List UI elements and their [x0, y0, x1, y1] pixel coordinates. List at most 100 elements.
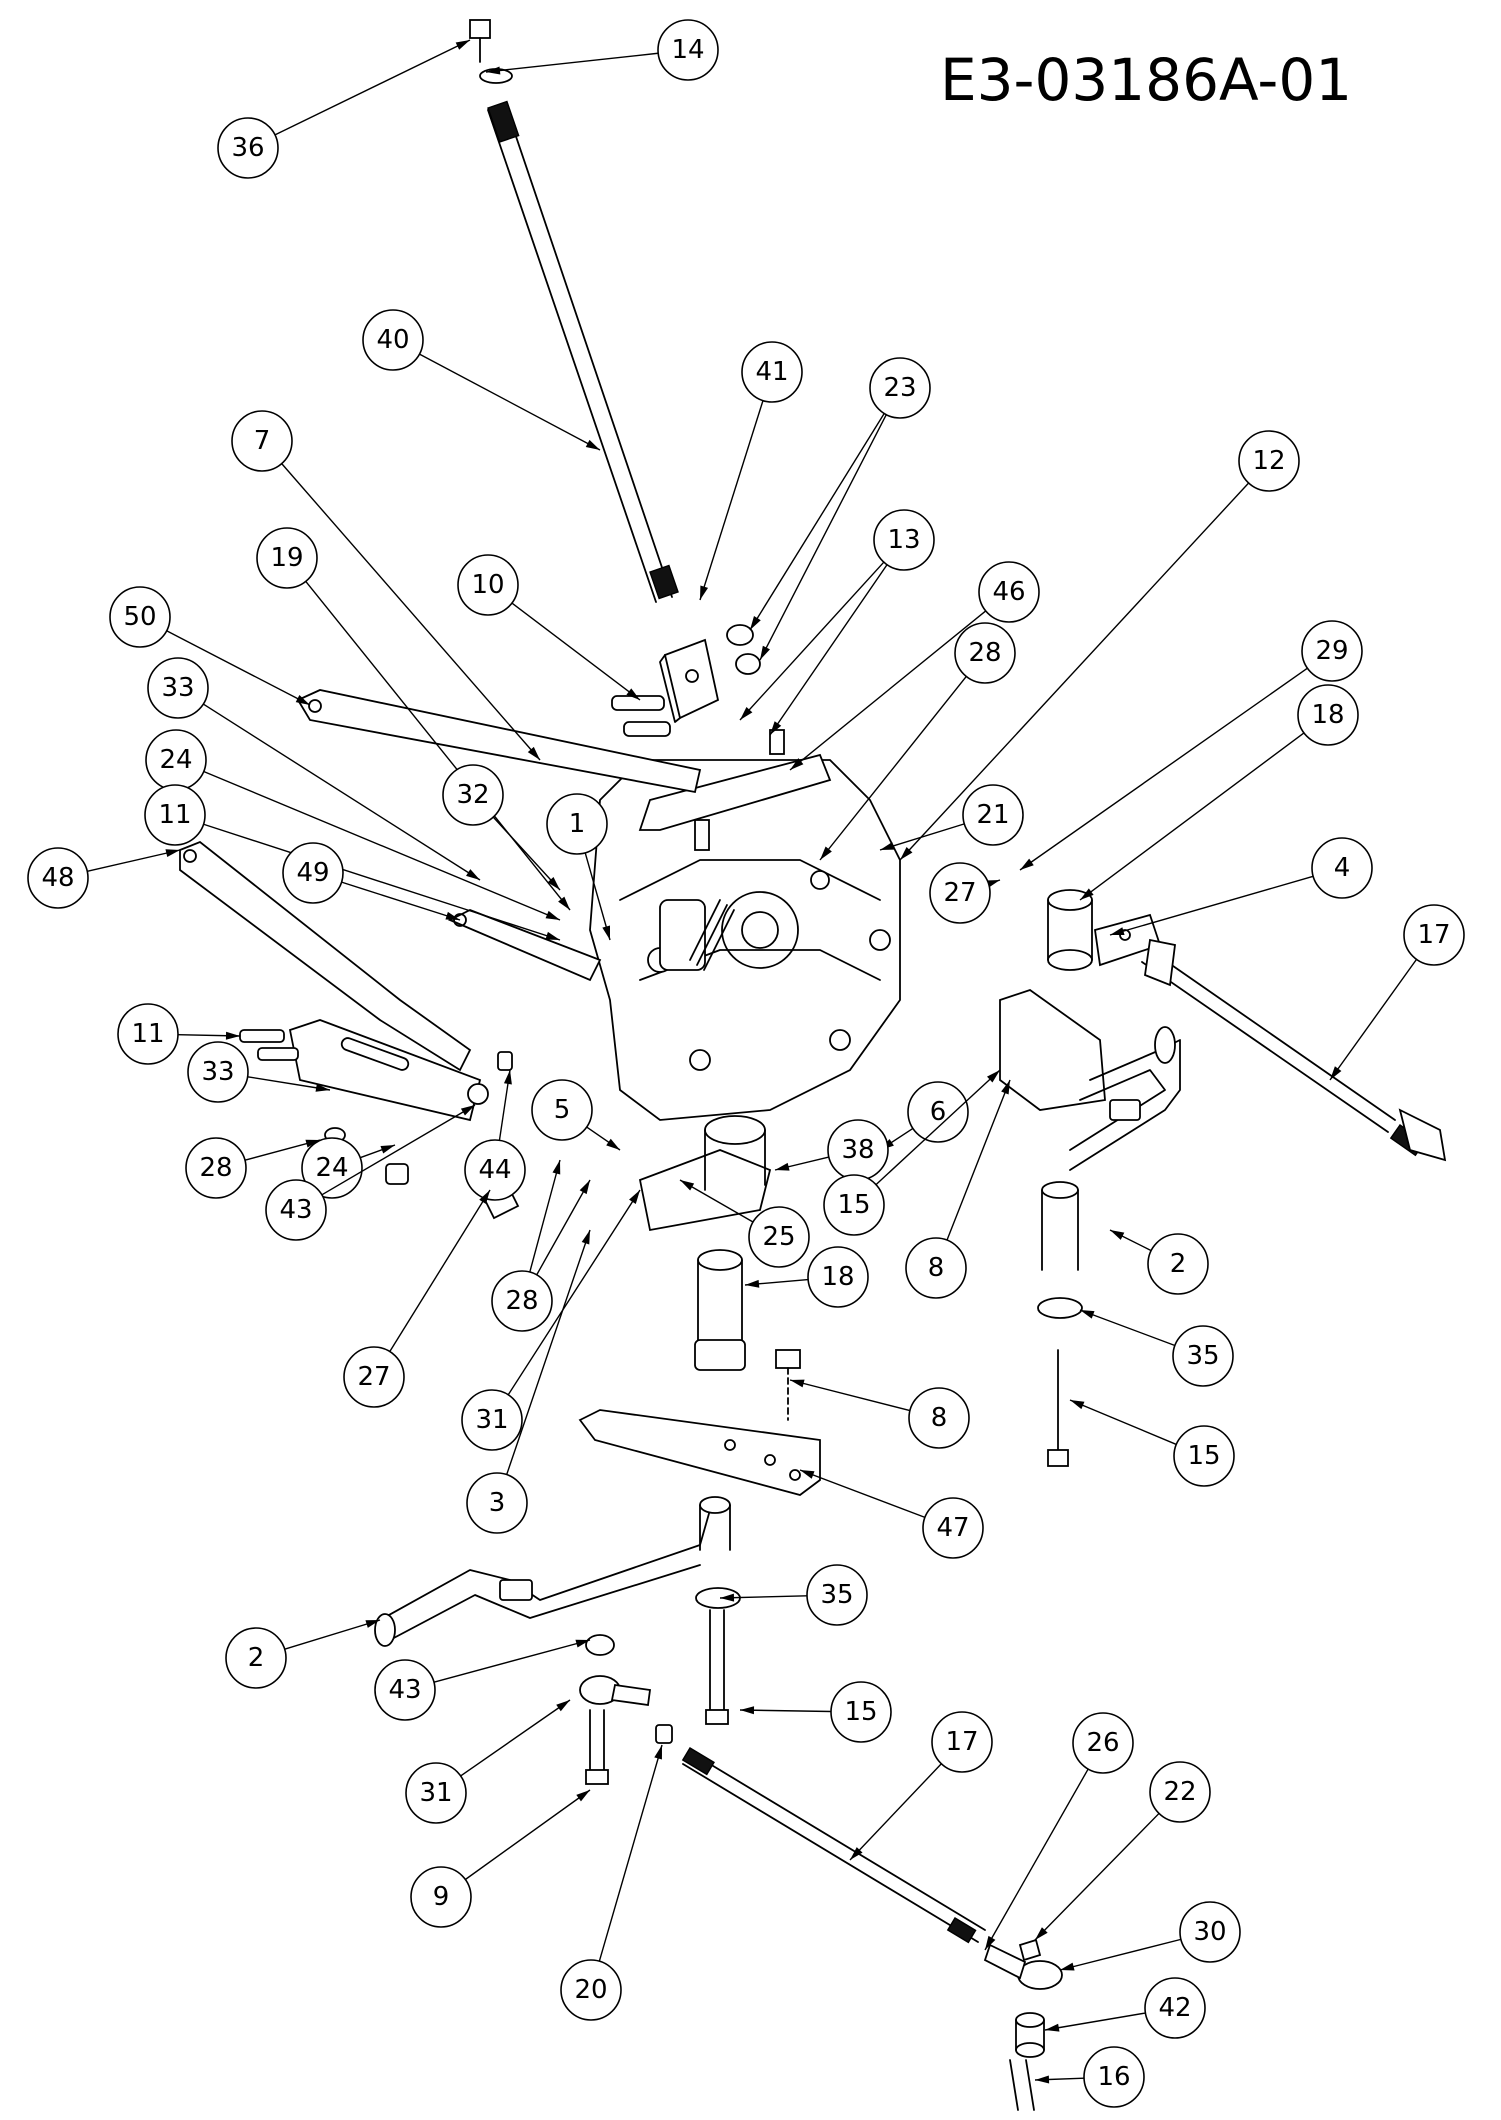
callout-26: 26	[984, 1712, 1134, 1951]
upper-bracket	[638, 729, 832, 851]
callout-bubble	[1173, 1425, 1235, 1487]
leader-arrowhead	[606, 1138, 620, 1150]
callout-bubble	[362, 309, 424, 371]
callout-32: 32	[442, 764, 561, 891]
leader-arrowhead	[770, 721, 782, 735]
callout-bubble	[1297, 684, 1359, 746]
spacer-bolt-lower-right	[1009, 2012, 1045, 2111]
leader-line	[584, 852, 611, 941]
callout-number: 14	[671, 35, 704, 65]
bolt-pair	[611, 695, 671, 737]
leader-arrowhead	[820, 846, 832, 860]
callout-number: 22	[1163, 1777, 1196, 1807]
leader-line	[529, 1159, 561, 1273]
callout-24: 24	[301, 1137, 396, 1199]
callout-bubble	[1144, 1977, 1206, 2039]
callout-13: 13	[739, 509, 935, 736]
leader-line	[305, 580, 571, 911]
callout-30: 30	[1059, 1901, 1241, 1971]
callout-number: 18	[1311, 700, 1344, 730]
leader-arrowhead	[315, 1083, 330, 1092]
callout-33: 33	[147, 657, 481, 881]
callout-17: 17	[1329, 904, 1465, 1081]
leader-line	[749, 413, 885, 631]
pivot-pin-right	[1047, 889, 1093, 971]
callout-number: 17	[1417, 920, 1450, 950]
leader-arrowhead	[1035, 2075, 1050, 2084]
callout-bubble	[343, 1346, 405, 1408]
callout-bubble	[461, 1389, 523, 1451]
callout-number: 20	[574, 1975, 607, 2005]
callout-number: 48	[41, 863, 74, 893]
callout-bubble	[117, 1003, 179, 1065]
rod-end-lower-left	[579, 1634, 673, 1785]
callout-bubble	[560, 1959, 622, 2021]
leader-arrowhead	[900, 847, 913, 860]
callout-bubble	[806, 1564, 868, 1626]
callout-14: 14	[485, 19, 719, 81]
callout-number: 28	[199, 1153, 232, 1183]
callout-number: 28	[968, 638, 1001, 668]
leader-line	[464, 1789, 591, 1881]
coupling-block	[659, 638, 720, 723]
callout-number: 31	[419, 1778, 452, 1808]
callout-number: 25	[762, 1222, 795, 1252]
leader-arrowhead	[365, 1620, 380, 1628]
leader-line	[1079, 732, 1305, 901]
leader-arrowhead	[654, 1745, 662, 1760]
callout-number: 46	[992, 577, 1025, 607]
leader-arrowhead	[1080, 888, 1094, 900]
callout-number: 31	[475, 1405, 508, 1435]
callout-19: 19	[256, 527, 571, 911]
leader-line	[1329, 958, 1418, 1081]
callout-7: 7	[231, 410, 541, 761]
leader-arrowhead	[602, 925, 611, 940]
leader-line	[679, 1179, 754, 1223]
leader-arrowhead	[745, 1279, 760, 1288]
leader-arrowhead	[1110, 1230, 1125, 1240]
callout-46: 46	[789, 561, 1040, 771]
leader-line	[536, 1179, 591, 1276]
callout-number: 3	[489, 1488, 506, 1518]
top-bolt	[469, 19, 513, 84]
callout-number: 43	[279, 1195, 312, 1225]
callout-43: 43	[374, 1639, 591, 1721]
callout-bubble	[531, 1079, 593, 1141]
callout-number: 35	[1186, 1341, 1219, 1371]
callout-number: 8	[931, 1403, 948, 1433]
leader-line	[341, 881, 461, 921]
leader-line	[485, 52, 659, 73]
link-bar-upper	[296, 689, 702, 794]
callout-21: 21	[879, 784, 1024, 851]
callout-bubble	[929, 862, 991, 924]
callout-18: 18	[1079, 684, 1359, 901]
callout-number: 19	[270, 543, 303, 573]
callout-bubble	[1301, 620, 1363, 682]
leader-arrowhead	[455, 40, 470, 50]
leader-arrowhead	[552, 1160, 561, 1175]
callout-number: 18	[821, 1262, 854, 1292]
leader-arrowhead	[790, 1379, 805, 1388]
leader-line	[492, 816, 561, 891]
callout-bubble	[741, 341, 803, 403]
leader-arrowhead	[1001, 1080, 1010, 1095]
leader-arrowhead	[466, 869, 480, 880]
callout-bubble	[256, 527, 318, 589]
callout-number: 17	[945, 1727, 978, 1757]
lever-bar-right	[1069, 1026, 1181, 1171]
callout-number: 43	[388, 1675, 421, 1705]
callout-number: 32	[456, 780, 489, 810]
callout-number: 21	[976, 800, 1009, 830]
callout-number: 26	[1086, 1728, 1119, 1758]
leader-arrowhead	[1060, 1962, 1075, 1971]
leader-line	[759, 414, 887, 661]
leader-arrowhead	[486, 66, 501, 75]
callout-bubble	[1238, 430, 1300, 492]
callout-6: 6	[879, 1081, 969, 1151]
callout-25: 25	[679, 1179, 810, 1268]
callout-number: 1	[569, 809, 586, 839]
leader-arrowhead	[680, 1180, 695, 1191]
callout-3: 3	[466, 1229, 591, 1534]
callout-number: 6	[930, 1097, 947, 1127]
leader-arrowhead	[479, 1190, 490, 1205]
